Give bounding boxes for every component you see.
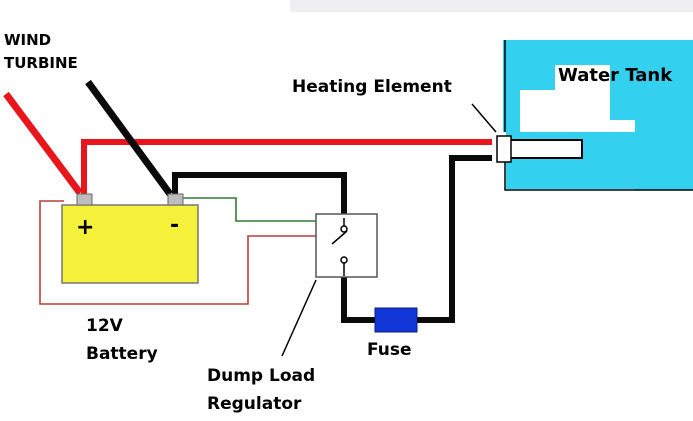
battery-label-line1: 12V [86,316,124,336]
regulator-pointer [281,279,317,357]
regulator-switch-bottom-contact [340,256,348,264]
heating-element-coil [510,139,583,159]
turbine-red-lead [3,91,83,196]
green-sense-wire [180,197,318,222]
fuse-label: Fuse [367,340,412,360]
regulator-switch-top-contact [340,225,348,233]
wind-turbine-label-line1: WIND [4,31,51,49]
battery-negative-terminal [167,193,184,206]
battery-minus-sign: - [170,213,179,238]
fuse [374,307,418,333]
regulator-label-line2: Regulator [207,394,302,414]
wind-turbine-label-line2: TURBINE [4,54,78,72]
negative-wire-to-regulator [172,172,347,218]
water-tank-bottom-outline [504,160,693,191]
battery-positive-terminal [76,193,93,206]
negative-wire-to-fuse [341,276,375,323]
heating-element-pointer [471,103,497,133]
battery-plus-sign: + [76,215,94,240]
water-tank [503,40,693,190]
turbine-black-lead [85,79,173,197]
battery-label-line2: Battery [86,344,158,364]
positive-wire [81,139,492,194]
regulator-switch-blade [331,230,348,245]
top-strip [290,0,693,12]
regulator-label-line1: Dump Load [207,366,315,386]
heating-element-label: Heating Element [292,77,452,97]
red-sense-wire [39,200,318,305]
battery [61,204,199,284]
heating-element-body [496,135,512,163]
dump-load-regulator [315,213,378,278]
water-tank-label: Water Tank [558,65,673,86]
negative-wire-to-heater [417,155,492,323]
